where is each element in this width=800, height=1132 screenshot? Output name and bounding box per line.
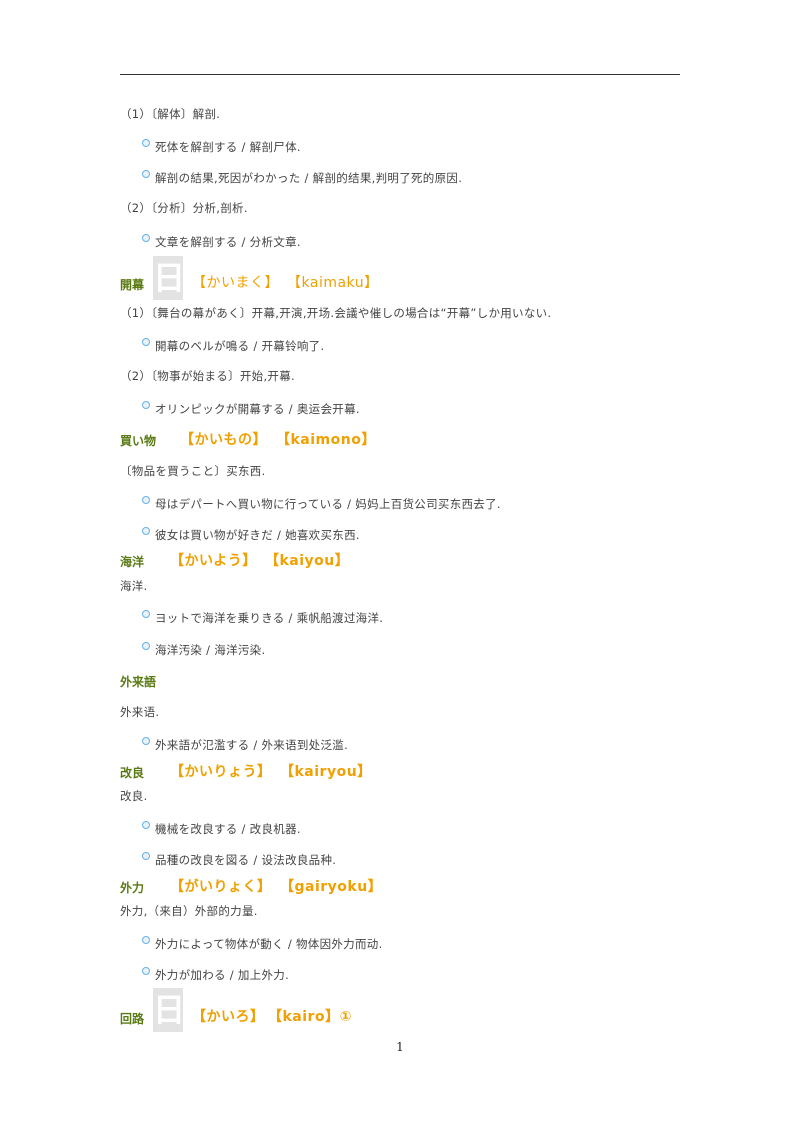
headword-kaiyou: 海洋 (120, 555, 145, 569)
bullet-icon (142, 821, 150, 829)
example-line: 母はデパートへ買い物に行っている / 妈妈上百货公司买东西去了. (155, 497, 501, 511)
example-line: 解剖の結果,死因がわかった / 解剖的结果,判明了死的原因. (155, 171, 463, 185)
reading-romaji: 【kaimaku】 (287, 275, 379, 291)
reading-kana: 【かいろ】 (192, 1009, 265, 1025)
example-line: 外力によって物体が動く / 物体因外力而动. (155, 937, 383, 951)
reading-romaji: 【kairyou】 (280, 764, 372, 780)
headword-gairaigo: 外来語 (120, 675, 157, 689)
bullet-icon (142, 338, 150, 346)
bullet-icon (142, 642, 150, 650)
headword-kaimaku: 開幕 (120, 278, 145, 292)
headword-kairyou: 改良 (120, 766, 145, 780)
header-rule (120, 74, 680, 75)
reading-kana: 【かいよう】 (170, 553, 257, 569)
headword-kaimono: 買い物 (120, 434, 157, 448)
bullet-icon (142, 610, 150, 618)
radical-box-icon: 日 (153, 988, 186, 1032)
example-line: 彼女は買い物が好きだ / 她喜欢买东西. (155, 528, 360, 542)
bullet-icon (142, 234, 150, 242)
bullet-icon (142, 496, 150, 504)
definition-line: 改良. (120, 789, 148, 803)
example-line: 機械を改良する / 改良机器. (155, 822, 301, 836)
sun-glyph-icon: 日 (153, 259, 186, 297)
definition-line: （2）〔分析〕分析,剖析. (120, 201, 248, 215)
bullet-icon (142, 967, 150, 975)
bullet-icon (142, 852, 150, 860)
radical-box-icon: 日 (153, 256, 186, 300)
example-line: 外来語が氾濫する / 外来语到处泛滥. (155, 738, 349, 752)
example-line: 死体を解剖する / 解剖尸体. (155, 140, 301, 154)
bullet-icon (142, 139, 150, 147)
definition-line: 外力,（来自）外部的力量. (120, 904, 258, 918)
definition-line: 外来语. (120, 705, 160, 719)
definition-line: 海洋. (120, 579, 148, 593)
definition-line: （1）〔舞台の幕があく〕开幕,开演,开场.会議や催しの場合は“开幕”しか用いない… (120, 306, 552, 320)
definition-line: （2）〔物事が始まる〕开始,开幕. (120, 369, 295, 383)
reading-romaji: 【kairo】① (268, 1009, 352, 1025)
example-line: 開幕のベルが鳴る / 开幕铃响了. (155, 339, 325, 353)
reading-kana: 【かいもの】 (180, 432, 267, 448)
reading-kana: 【がいりょく】 (170, 879, 272, 895)
bullet-icon (142, 737, 150, 745)
bullet-icon (142, 170, 150, 178)
example-line: オリンピックが開幕する / 奥运会开幕. (155, 402, 360, 416)
sun-glyph-icon: 日 (153, 991, 186, 1029)
reading-romaji: 【gairyoku】 (280, 879, 383, 895)
reading-romaji: 【kaiyou】 (265, 553, 350, 569)
headword-gairyoku: 外力 (120, 881, 145, 895)
definition-line: 〔物品を買うこと〕买东西. (120, 464, 266, 478)
example-line: 品種の改良を図る / 设法改良品种. (155, 853, 337, 867)
headword-kairo: 回路 (120, 1012, 145, 1026)
example-line: 外力が加わる / 加上外力. (155, 968, 290, 982)
example-line: 文章を解剖する / 分析文章. (155, 235, 301, 249)
bullet-icon (142, 527, 150, 535)
example-line: ヨットで海洋を乗りきる / 乘帆船渡过海洋. (155, 611, 384, 625)
reading-kana: 【かいまく】 (192, 275, 279, 291)
example-line: 海洋汚染 / 海洋污染. (155, 643, 266, 657)
bullet-icon (142, 401, 150, 409)
bullet-icon (142, 936, 150, 944)
page-number: 1 (396, 1040, 404, 1054)
reading-romaji: 【kaimono】 (276, 432, 376, 448)
reading-kana: 【かいりょう】 (170, 764, 272, 780)
definition-line: （1）〔解体〕解剖. (120, 107, 221, 121)
